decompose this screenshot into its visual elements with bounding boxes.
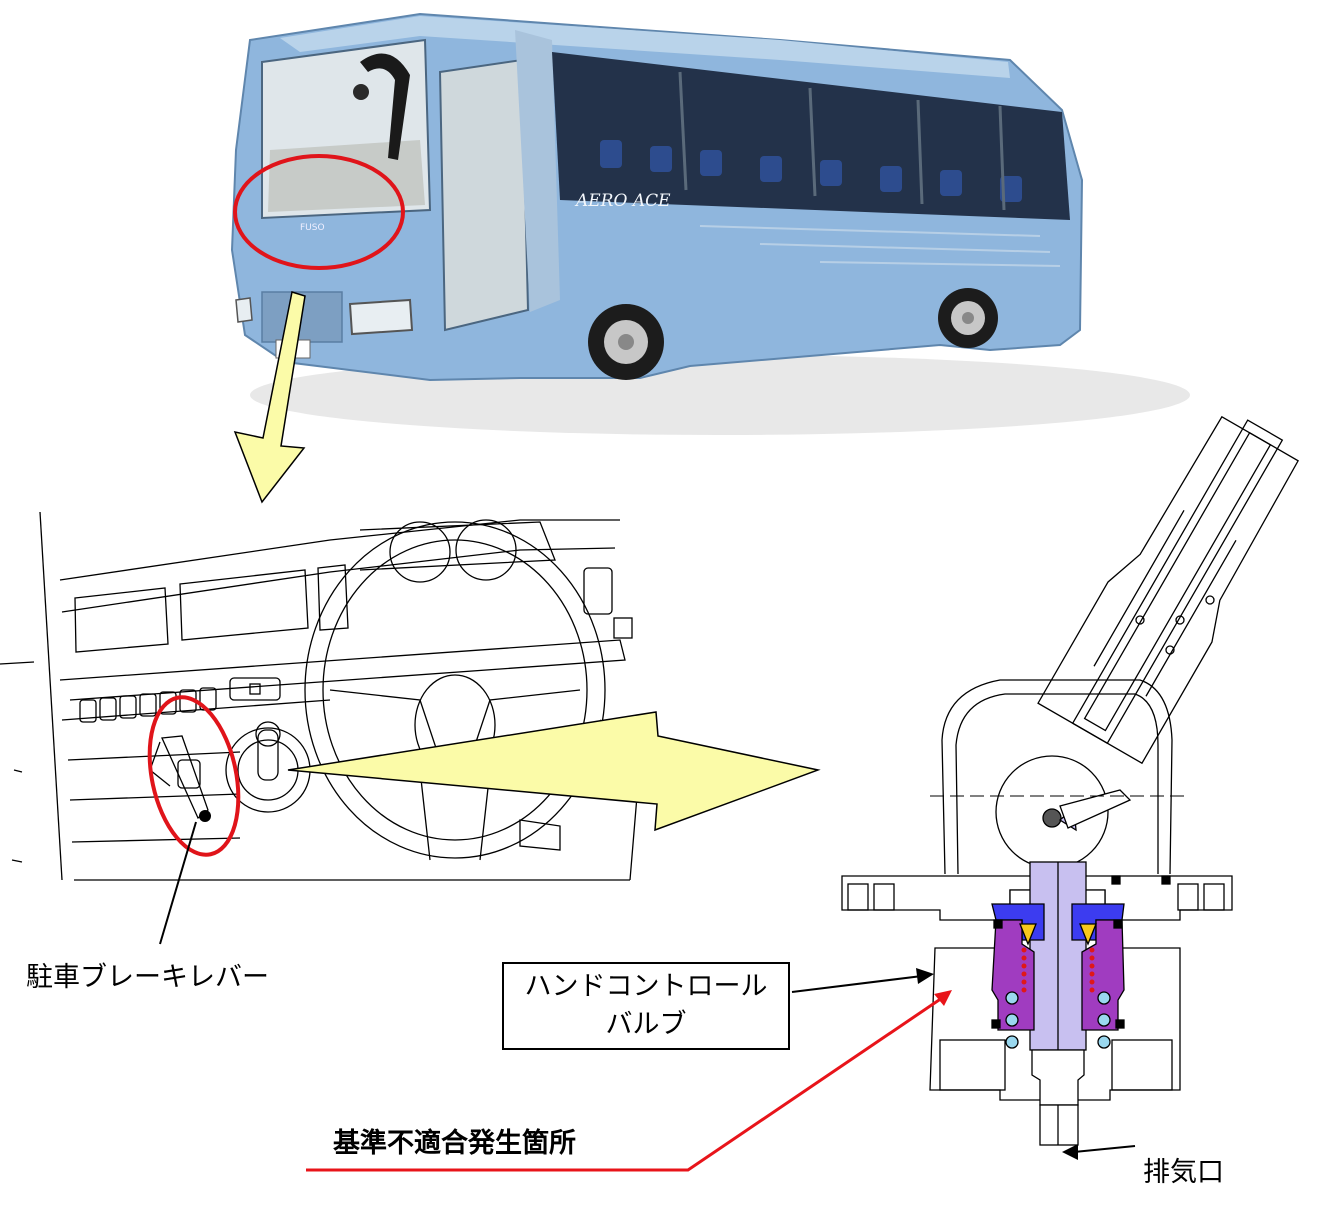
valve-leader [791,975,923,993]
parking-brake-leader [159,821,197,945]
parking-brake-lever-label: 駐車ブレーキレバー [26,962,269,993]
bus-logo-text: AERO ACE [574,191,671,211]
hand-control-valve-label-line1: ハンドコントロール [524,971,768,1002]
front-badge-text: FUSO [300,223,325,233]
defect-location-label: 基準不適合発生箇所 [333,1128,576,1159]
bus-illustration: FUSO AERO ACE [230,12,1190,435]
parking-brake-knob [199,810,211,822]
exhaust-leader-arrowhead [1062,1144,1078,1160]
valve-leader-arrowhead [916,968,934,984]
zoom-arrow-to-valve [287,711,821,832]
hand-control-valve-label-line2: バルブ [605,1009,687,1040]
parking-brake-highlight-circle [147,695,241,857]
hand-control-valve-drawing [841,415,1299,1146]
exhaust-port-label: 排気口 [1143,1157,1224,1188]
hand-control-valve-label-box: ハンドコントロール バルブ [502,962,790,1050]
dashboard-drawing [0,511,641,881]
exhaust-leader [1073,1145,1136,1153]
cockpit-highlight-circle [233,154,405,270]
defect-pointer-arrowhead [934,990,952,1006]
defect-pointer-line [306,996,943,1172]
zoom-arrow-to-dashboard [233,291,306,504]
